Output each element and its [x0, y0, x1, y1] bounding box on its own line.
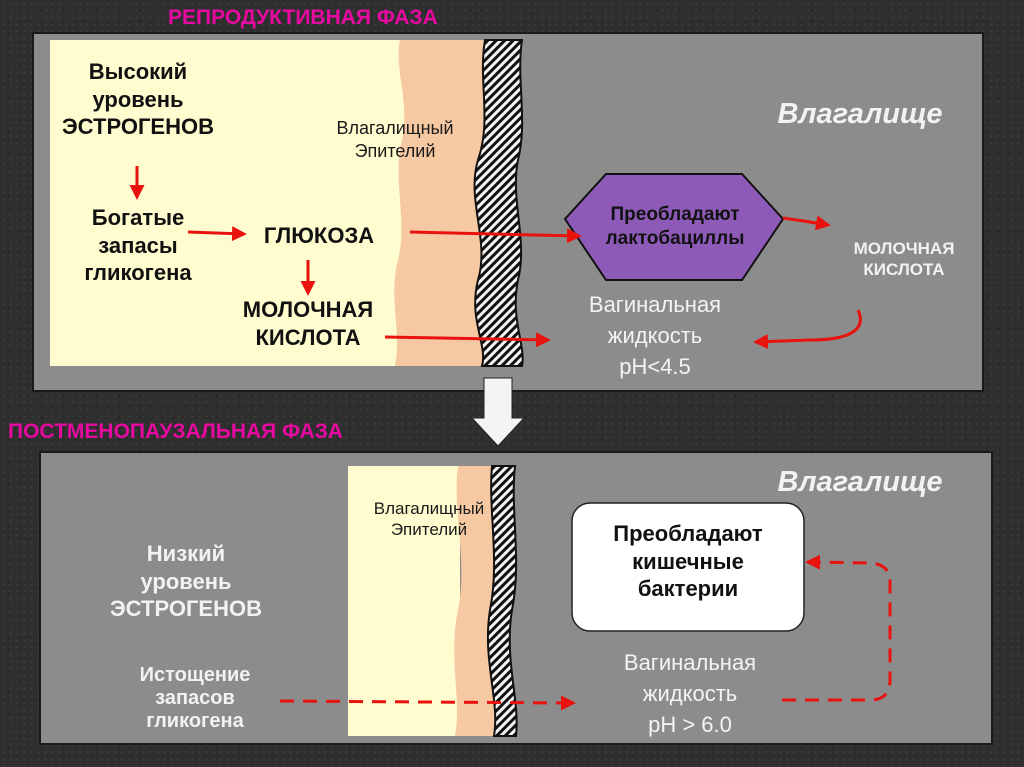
top-cream-region [50, 40, 410, 366]
phase-transition-arrow [470, 377, 526, 447]
intestinal-bacteria-text: Преобладают кишечные бактерии [613, 521, 763, 601]
bottom-cream-region [348, 466, 460, 736]
top-hatched-wall [473, 39, 524, 367]
alkaline-fluid-label: Вагинальная жидкость pH > 6.0 [623, 650, 757, 737]
glycogen-depletion-label: Истощение запасов гликогена [139, 664, 251, 732]
arrow-glycogen-to-glucose [187, 226, 247, 242]
glucose-label: ГЛЮКОЗА [263, 223, 375, 248]
lactic-acid-right-label: МОЛОЧНАЯ КИСЛОТА [853, 239, 955, 280]
bottom-hatched-wall [486, 465, 518, 737]
low-estrogen-label: Низкий уровень ЭСТРОГЕНОВ [110, 541, 262, 621]
bottom-epithelium-label: Влагалищный Эпителий [373, 499, 485, 540]
acidic-fluid-label: Вагинальная жидкость pH<4.5 [588, 292, 722, 379]
arrow-lactic-to-fluid-curve [753, 309, 862, 350]
postmenopausal-panel [39, 451, 993, 745]
postmenopausal-vagina-label: Влагалище [777, 466, 943, 498]
high-estrogen-label: Высокий уровень ЭСТРОГЕНОВ [62, 59, 214, 139]
bottom-tissue-band [454, 466, 496, 736]
arrow-lactic-to-fluid [384, 332, 551, 348]
arrow-glucose-to-lactobacilli [409, 228, 582, 244]
intestinal-bacteria-box [571, 502, 805, 632]
top-epithelium-label: Влагалищный Эпителий [336, 118, 454, 161]
lactobacilli-text: Преобладают лактобациллы [605, 204, 745, 249]
dashed-arrow-fluid-to-bacteria [782, 554, 892, 702]
dashed-arrow-depletion-to-fluid [279, 695, 576, 711]
lactobacilli-octagon [563, 173, 785, 281]
reproductive-phase-title: РЕПРОДУКТИВНАЯ ФАЗА [168, 6, 438, 29]
rich-glycogen-label: Богатые запасы гликогена [84, 205, 192, 285]
top-tissue-band [394, 40, 485, 366]
reproductive-vagina-label: Влагалище [777, 98, 943, 130]
postmenopausal-phase-title: ПОСТМЕНОПАУЗАЛЬНАЯ ФАЗА [8, 420, 343, 443]
lactic-acid-left-label: МОЛОЧНАЯ КИСЛОТА [242, 297, 374, 350]
arrow-lactobacilli-to-lactic [782, 215, 831, 231]
